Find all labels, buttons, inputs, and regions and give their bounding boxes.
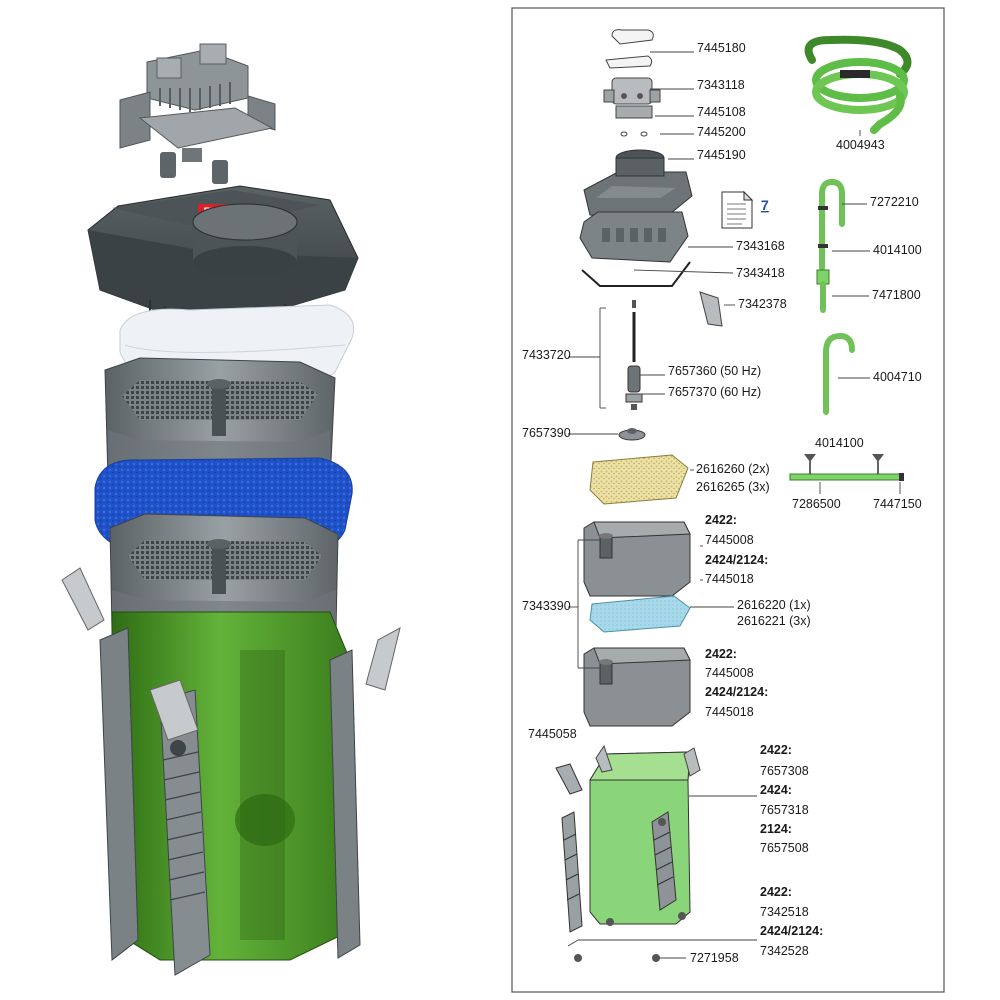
part-canister — [590, 746, 700, 924]
part-label-p2424d: 2424/2124: — [760, 924, 823, 938]
part-label-p7343390: 7343390 — [522, 599, 571, 613]
part-label-p7343118: 7343118 — [697, 78, 745, 92]
part-o-rings — [621, 132, 647, 136]
part-label-p7471800: 7471800 — [872, 288, 921, 302]
part-inlet-pipe — [817, 182, 842, 310]
part-side-clip — [556, 764, 582, 794]
filter-photo-exploded: EHEIM — [62, 44, 400, 975]
part-label-p2422d: 2422: — [760, 885, 792, 899]
part-label-p7445008b: 7445008 — [705, 666, 754, 680]
part-adapter — [604, 78, 660, 118]
part-label-p2616221: 2616221 (3x) — [737, 614, 811, 628]
part-fine-pad — [590, 596, 690, 632]
part-label-p7445108: 7445108 — [697, 105, 746, 119]
part-label-p2424c: 2424: — [760, 783, 792, 797]
part-label-p2422c: 2422: — [760, 743, 792, 757]
part-label-p7272210: 7272210 — [870, 195, 919, 209]
part-number-labels: 7445180 7343118 7445108 7445200 7445190 40049… — [522, 41, 922, 965]
part-motor-housing — [580, 212, 688, 262]
part-label-p7445008a: 7445008 — [705, 533, 754, 547]
part-label-p7657360: 7657360 (50 Hz) — [668, 364, 761, 378]
part-label-p7445018b: 7445018 — [705, 705, 754, 719]
part-label-p7445200: 7445200 — [697, 125, 746, 139]
parts-drawings — [556, 30, 908, 962]
part-label-p7445058: 7445058 — [528, 727, 577, 741]
part-basket-lower — [584, 648, 690, 726]
part-outlet-bend — [826, 336, 852, 412]
part-label-p7657508: 7657508 — [760, 841, 809, 855]
part-label-p7657308: 7657308 — [760, 764, 809, 778]
part-label-p7286500: 7286500 — [792, 497, 841, 511]
part-label-p7343418: 7343418 — [736, 266, 785, 280]
part-label-p2616265: 2616265 (3x) — [696, 480, 770, 494]
pump-head-adapter — [120, 44, 275, 184]
part-label-p4014100b: 4014100 — [815, 436, 864, 450]
part-label-p7447150: 7447150 — [873, 497, 922, 511]
part-label-p4004943: 4004943 — [836, 138, 885, 152]
part-label-p7445190: 7445190 — [697, 148, 746, 162]
part-label-p2616260: 2616260 (2x) — [696, 462, 770, 476]
manual-document-icon — [722, 192, 752, 228]
part-label-p7342528: 7342528 — [760, 944, 809, 958]
part-label-p7433720: 7433720 — [522, 348, 571, 362]
part-label-p2424b: 2424/2124: — [705, 685, 768, 699]
part-spray-bar — [790, 454, 904, 481]
part-hose — [809, 40, 908, 130]
part-label-p2422a: 2422: — [705, 513, 737, 527]
part-label-p2424a: 2424/2124: — [705, 553, 768, 567]
green-canister — [62, 568, 400, 975]
part-basket-upper — [584, 522, 690, 596]
part-label-p7657318: 7657318 — [760, 803, 809, 817]
part-label-p7343168: 7343168 — [736, 239, 785, 253]
part-label-p4004710: 4004710 — [873, 370, 922, 384]
part-leg-post — [562, 812, 582, 932]
part-label-p2616220: 2616220 (1x) — [737, 598, 811, 612]
part-pump-head — [584, 150, 692, 222]
part-label-p7342518: 7342518 — [760, 905, 809, 919]
part-impeller-shaft — [600, 300, 642, 410]
part-gasket — [582, 262, 690, 286]
part-label-p2124c: 2124: — [760, 822, 792, 836]
part-impeller-cover — [619, 428, 645, 440]
part-clip-top — [606, 30, 653, 68]
part-label-p2422b: 2422: — [705, 647, 737, 661]
part-label-p7657390: 7657390 — [522, 426, 571, 440]
part-label-p7342378: 7342378 — [738, 297, 787, 311]
part-label-p7657370: 7657370 (60 Hz) — [668, 385, 761, 399]
part-label-p7445018a: 7445018 — [705, 572, 754, 586]
manual-link[interactable]: 7 — [761, 197, 769, 213]
part-label-p4014100a: 4014100 — [873, 243, 922, 257]
part-plate — [700, 292, 722, 326]
part-label-p7271958: 7271958 — [690, 951, 739, 965]
part-coarse-pad — [590, 455, 688, 504]
part-label-p7445180: 7445180 — [697, 41, 746, 55]
